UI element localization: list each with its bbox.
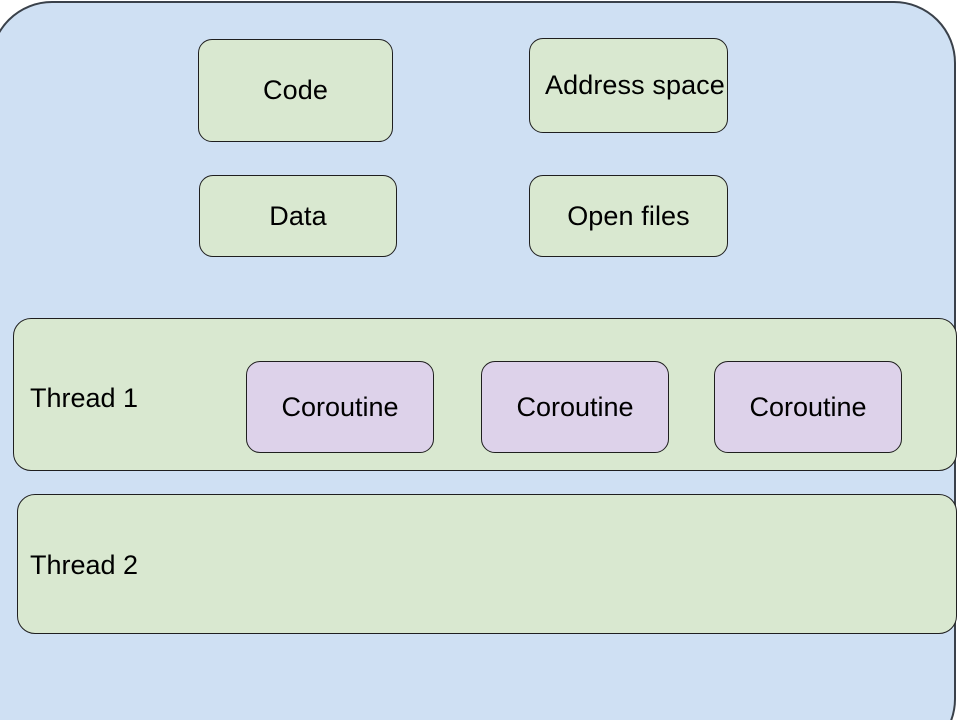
resource-label-address-space: Address space (545, 70, 725, 101)
coroutine-label-2: Coroutine (516, 391, 634, 422)
thread-label-thread-1: Thread 1 (30, 383, 139, 413)
resource-label-code: Code (263, 75, 328, 106)
resource-box-data[interactable]: Data (199, 175, 397, 257)
resource-box-code[interactable]: Code (198, 39, 393, 142)
thread-label-thread-2: Thread 2 (30, 550, 139, 580)
coroutine-box-2[interactable]: Coroutine (481, 361, 669, 453)
resource-box-open-files[interactable]: Open files (529, 175, 728, 257)
resource-label-data: Data (269, 200, 327, 231)
coroutine-label-3: Coroutine (749, 391, 867, 422)
coroutine-box-3[interactable]: Coroutine (714, 361, 902, 453)
resource-label-open-files: Open files (567, 200, 690, 231)
coroutine-box-1[interactable]: Coroutine (246, 361, 434, 453)
resource-box-address-space[interactable]: Address space (529, 38, 728, 133)
thread-lane-thread-2[interactable] (17, 494, 957, 634)
coroutine-label-1: Coroutine (281, 391, 399, 422)
